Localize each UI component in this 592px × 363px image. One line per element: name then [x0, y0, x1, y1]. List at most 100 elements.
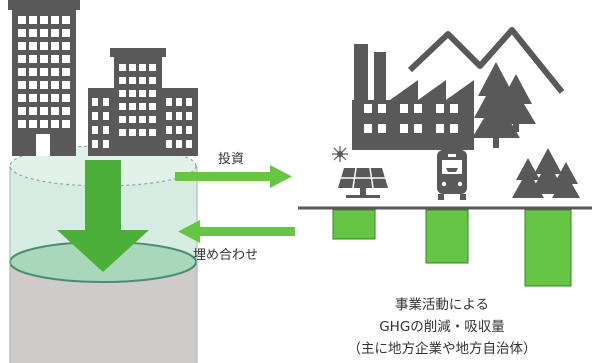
window — [103, 98, 109, 106]
window — [129, 116, 136, 123]
window — [129, 77, 136, 84]
window — [40, 42, 48, 50]
window — [40, 55, 48, 63]
window — [186, 140, 192, 148]
trees-icon — [512, 148, 580, 198]
window — [139, 116, 146, 123]
window — [18, 16, 26, 24]
factory-icon — [352, 44, 474, 150]
mountains-icon — [407, 27, 565, 94]
window — [29, 16, 37, 24]
window — [149, 77, 156, 84]
forest-icon — [472, 62, 536, 148]
window — [62, 107, 70, 115]
window — [139, 64, 146, 71]
description-line-2: GHGの削減・吸収量 — [379, 319, 505, 335]
window — [62, 55, 70, 63]
window — [166, 140, 172, 148]
window — [62, 81, 70, 89]
window — [29, 68, 37, 76]
window — [186, 126, 192, 134]
window — [18, 55, 26, 63]
offset-label: 埋め合わせ — [193, 248, 259, 263]
window — [18, 42, 26, 50]
window — [40, 81, 48, 89]
window — [149, 103, 156, 110]
window — [40, 29, 48, 37]
window — [149, 64, 156, 71]
window — [119, 64, 126, 71]
window — [176, 112, 182, 120]
window — [149, 116, 156, 123]
window — [186, 112, 192, 120]
bus-icon — [437, 150, 467, 200]
window — [51, 94, 59, 102]
window — [29, 107, 37, 115]
building-windows — [18, 16, 192, 156]
window — [18, 120, 26, 128]
investment-label: 投資 — [218, 152, 245, 167]
window — [186, 98, 192, 106]
window — [139, 77, 146, 84]
window — [176, 126, 182, 134]
window — [139, 103, 146, 110]
window — [149, 90, 156, 97]
window — [29, 94, 37, 102]
description-line-3: （主に地方企業や地方自治体） — [347, 341, 537, 357]
window — [51, 81, 59, 89]
window — [92, 140, 98, 148]
window — [51, 42, 59, 50]
window — [62, 94, 70, 102]
window — [62, 16, 70, 24]
window — [129, 90, 136, 97]
window — [166, 126, 172, 134]
building-door — [36, 134, 50, 156]
window — [18, 107, 26, 115]
window — [40, 120, 48, 128]
description-line-1: 事業活動による — [394, 297, 490, 313]
window — [103, 112, 109, 120]
reduction-bars — [332, 209, 572, 287]
big-down-arrow-icon — [57, 160, 149, 272]
window — [51, 120, 59, 128]
window — [166, 98, 172, 106]
window — [62, 42, 70, 50]
window — [119, 90, 126, 97]
window — [139, 129, 146, 136]
reduction-description: 事業活動による GHGの削減・吸収量 （主に地方企業や地方自治体） — [330, 294, 554, 360]
window — [51, 29, 59, 37]
window — [92, 126, 98, 134]
investment-arrow — [175, 165, 292, 188]
window — [51, 107, 59, 115]
window — [103, 126, 109, 134]
window — [40, 94, 48, 102]
window — [29, 120, 37, 128]
window — [129, 64, 136, 71]
window — [51, 55, 59, 63]
window — [40, 107, 48, 115]
window — [129, 103, 136, 110]
window — [119, 103, 126, 110]
window — [29, 81, 37, 89]
reduction-bar-solar — [332, 209, 376, 240]
window — [166, 112, 172, 120]
window — [92, 98, 98, 106]
window — [176, 98, 182, 106]
window — [119, 77, 126, 84]
window — [18, 68, 26, 76]
window — [129, 129, 136, 136]
window — [62, 29, 70, 37]
window — [119, 116, 126, 123]
window — [119, 129, 126, 136]
window — [139, 90, 146, 97]
window — [62, 120, 70, 128]
window — [40, 16, 48, 24]
window — [29, 29, 37, 37]
cylinder-lower-body — [10, 262, 197, 363]
offset-arrow — [178, 220, 295, 243]
window — [103, 140, 109, 148]
reduction-bar-forest — [524, 209, 572, 287]
window — [18, 81, 26, 89]
window — [29, 42, 37, 50]
